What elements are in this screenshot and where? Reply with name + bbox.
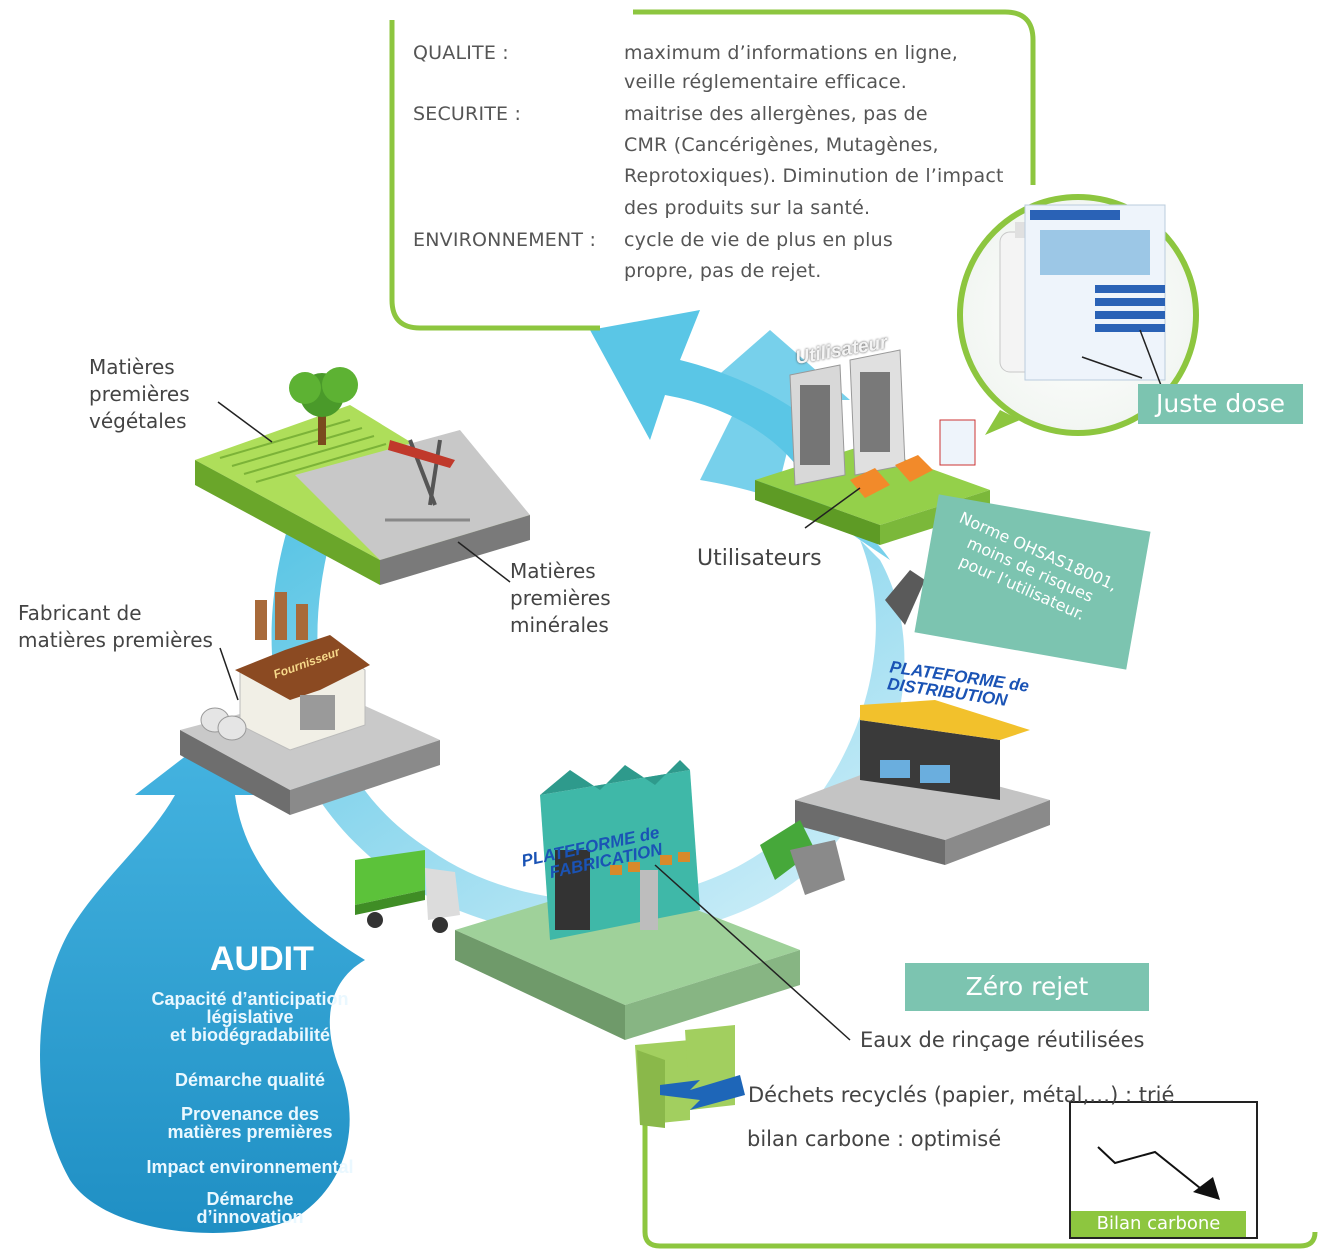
info-value: CMR (Cancérigènes, Mutagènes, (624, 134, 939, 156)
badge-juste-dose: Juste dose (1138, 384, 1303, 424)
info-value: maximum d’informations en ligne, (624, 42, 959, 64)
audit-item: Démarche d’innovation (100, 1190, 400, 1226)
label-dechets: Déchets recyclés (papier, métal,…) : tri… (748, 1083, 1175, 1107)
audit-line: et biodégradabilité (169, 1025, 331, 1045)
label-utilisateurs: Utilisateurs (697, 546, 822, 571)
audit-line: Provenance des (180, 1104, 320, 1124)
audit-title: AUDIT (210, 940, 314, 978)
audit-line: Capacité d’anticipation (151, 989, 349, 1009)
label-line: premières (89, 382, 190, 406)
info-value: des produits sur la santé. (624, 197, 871, 219)
label-line: végétales (89, 409, 187, 433)
audit-line: Impact environnemental (146, 1157, 354, 1177)
audit-item: Provenance des matières premières (100, 1105, 400, 1141)
info-key-environnement: ENVIRONNEMENT : (413, 229, 597, 251)
label-vegetal: Matières premières végétales (89, 354, 190, 435)
badge-zero-rejet: Zéro rejet (905, 963, 1149, 1011)
info-value: Reprotoxiques). Diminution de l’impact (624, 165, 1004, 187)
label-fabricant: Fabricant de matières premières (18, 600, 213, 654)
info-value: veille réglementaire efficace. (624, 71, 907, 93)
label-line: Matières (89, 355, 175, 379)
label-line: Fabricant de (18, 601, 142, 625)
info-value: maitrise des allergènes, pas de (624, 103, 928, 125)
label-mineral: Matières premières minérales (510, 558, 611, 639)
audit-item: Démarche qualité (100, 1071, 400, 1089)
audit-blob (40, 745, 365, 1233)
audit-line: matières premières (167, 1122, 333, 1142)
info-box-outline (633, 9, 1036, 185)
audit-line: Démarche qualité (174, 1070, 326, 1090)
audit-line: d’innovation (196, 1207, 304, 1227)
audit-item: Impact environnemental (100, 1158, 400, 1176)
label-bilan: bilan carbone : optimisé (747, 1127, 1002, 1151)
info-key-qualite: QUALITE : (413, 42, 509, 64)
label-line: premières (510, 586, 611, 610)
audit-line: législative (206, 1007, 294, 1027)
audit-item: Capacité d’anticipation législative et b… (100, 990, 400, 1044)
label-line: Matières (510, 559, 596, 583)
top-arrow (590, 310, 850, 470)
info-value: propre, pas de rejet. (624, 260, 822, 282)
label-eaux: Eaux de rinçage réutilisées (860, 1028, 1145, 1052)
info-value: cycle de vie de plus en plus (624, 229, 893, 251)
audit-line: Démarche (206, 1189, 294, 1209)
label-line: minérales (510, 613, 609, 637)
info-key-securite: SECURITE : (413, 103, 522, 125)
label-line: matières premières (18, 628, 213, 652)
badge-bilan-carbone: Bilan carbone (1071, 1211, 1246, 1237)
